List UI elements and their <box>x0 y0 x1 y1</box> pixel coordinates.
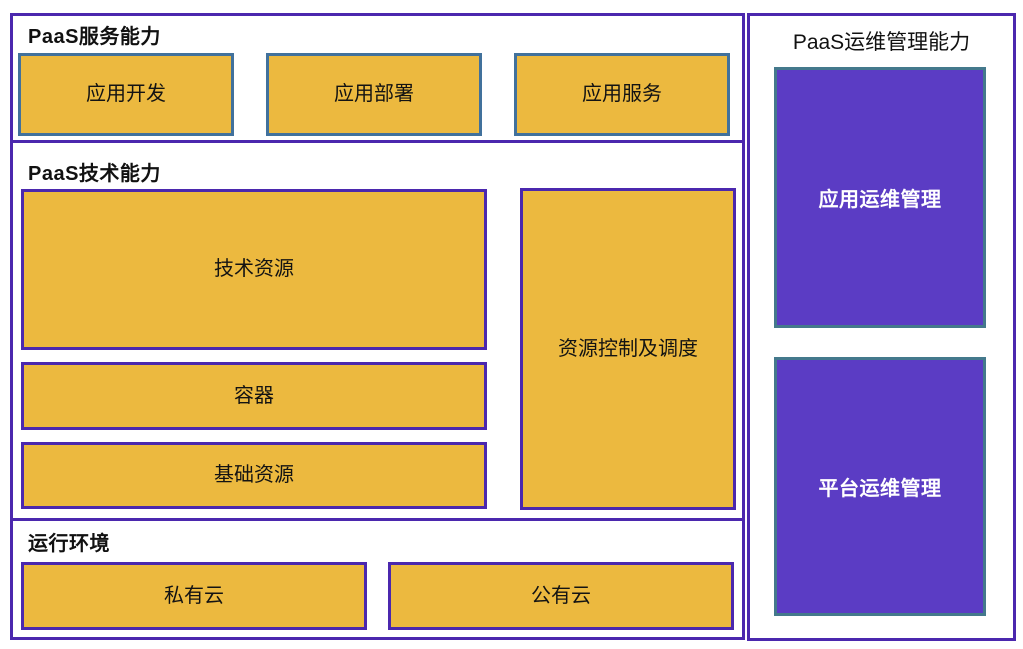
service-boxes-row: 应用开发 应用部署 应用服务 <box>18 53 730 136</box>
section-title-paas-service: PaaS服务能力 <box>28 26 161 48</box>
section-paas-ops-management: PaaS运维管理能力 应用运维管理 平台运维管理 <box>747 13 1016 641</box>
box-resource-control-scheduling: 资源控制及调度 <box>520 188 736 510</box>
box-basic-resources: 基础资源 <box>21 442 487 509</box>
box-platform-ops-management: 平台运维管理 <box>774 357 986 616</box>
runtime-boxes-row: 私有云 公有云 <box>21 562 734 630</box>
box-app-development: 应用开发 <box>18 53 234 136</box>
section-title-ops-management: PaaS运维管理能力 <box>792 31 971 54</box>
box-app-ops-management: 应用运维管理 <box>774 67 986 328</box>
section-runtime-environment: 运行环境 私有云 公有云 <box>10 518 745 640</box>
box-app-service: 应用服务 <box>514 53 730 136</box>
box-technical-resources: 技术资源 <box>21 189 487 350</box>
section-paas-technical-capability: PaaS技术能力 技术资源 容器 基础资源 资源控制及调度 <box>10 140 745 521</box>
box-private-cloud: 私有云 <box>21 562 367 630</box>
box-public-cloud: 公有云 <box>388 562 734 630</box>
section-title-paas-technical: PaaS技术能力 <box>28 163 161 185</box>
section-paas-service-capability: PaaS服务能力 应用开发 应用部署 应用服务 <box>10 13 745 143</box>
section-title-runtime: 运行环境 <box>28 533 110 555</box>
box-app-deployment: 应用部署 <box>266 53 482 136</box>
box-container: 容器 <box>21 362 487 430</box>
